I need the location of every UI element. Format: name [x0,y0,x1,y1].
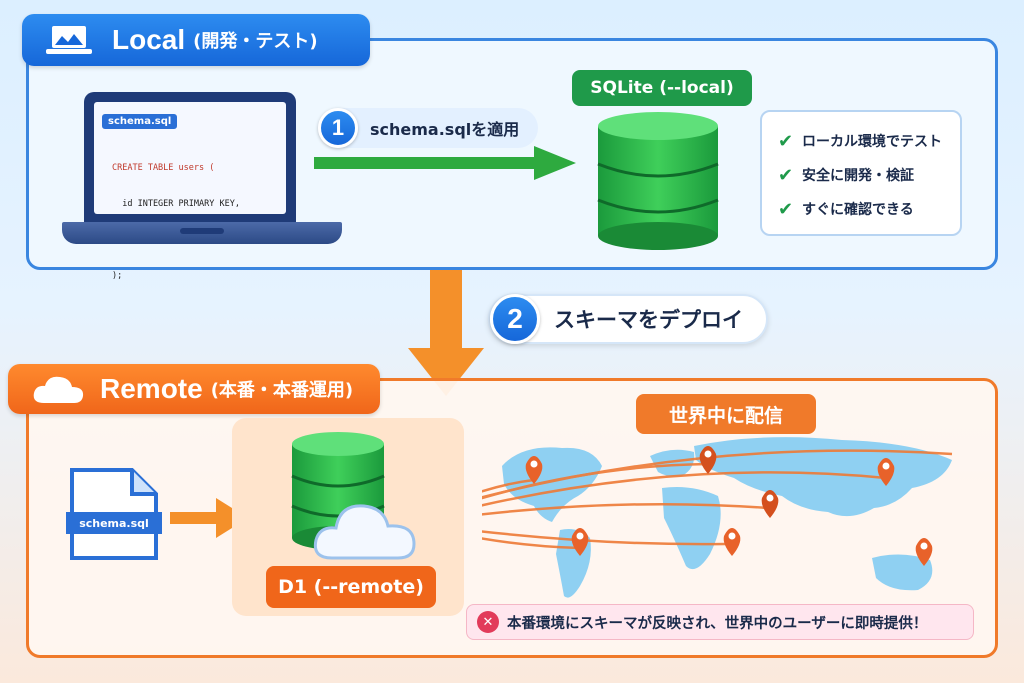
remote-header: Remote (本番・本番運用) [8,364,380,414]
tools-icon: ✕ [477,611,499,633]
deploy-arrow-icon [408,270,484,396]
cloud-icon [33,376,84,403]
list-item: ✔ 安全に開発・検証 [778,164,914,186]
map-pin-icon [525,456,543,484]
world-map [482,437,953,598]
banner-text: 本番環境にスキーマが反映され、世界中のユーザーに即時提供！ [507,615,928,632]
step2-label: スキーマをデプロイ [554,308,743,332]
local-header: Local (開発・テスト) [22,14,370,66]
cloud-icon [313,504,416,560]
laptop: schema.sql CREATE TABLE users ( id INTEG… [62,92,342,281]
europe [650,449,695,477]
code-line: id INTEGER PRIMARY KEY, [112,199,240,209]
code-line: CREATE TABLE users ( [112,163,215,173]
apply-arrow-icon [314,146,576,180]
sqlite-database-icon [597,112,719,250]
check-icon: ✔ [778,164,794,186]
australia [872,554,933,591]
step1-pill: 1 schema.sqlを適用 [318,108,538,148]
map-pin-icon [723,528,741,556]
local-title: Local [112,24,186,55]
map-pin-icon [699,446,717,474]
map-pin-icon [571,528,589,556]
laptop-screen: schema.sql CREATE TABLE users ( id INTEG… [84,92,296,281]
schema-file: schema.sql [66,466,162,562]
list-item: ✔ ローカル環境でテスト [778,130,942,152]
sqlite-label: SQLite (--local) [572,70,752,106]
laptop-touchpad [180,228,224,234]
distribution-label: 世界中に配信 [636,394,816,434]
asia [694,437,952,517]
step2-number: 2 [490,294,540,344]
remote-subtitle: (本番・本番運用) [210,380,354,401]
code-line: ); [112,271,123,281]
remote-title: Remote [100,373,203,404]
africa [662,487,721,570]
check-icon: ✔ [778,130,794,152]
step2-pill: 2 スキーマをデプロイ [488,294,768,344]
check-icon: ✔ [778,198,794,220]
local-benefits-list: ✔ ローカル環境でテスト ✔ 安全に開発・検証 ✔ すぐに確認できる [760,110,962,236]
laptop-icon [46,26,92,54]
location-pins [525,446,933,566]
laptop-display: schema.sql CREATE TABLE users ( id INTEG… [94,102,286,281]
map-pin-icon [877,458,895,486]
map-pin-icon [915,538,933,566]
step1-number: 1 [318,108,358,148]
list-item: ✔ すぐに確認できる [778,198,914,220]
map-pin-icon [761,490,779,518]
d1-label: D1 (--remote) [266,566,436,608]
code-file-tab: schema.sql [102,114,178,129]
local-subtitle: (開発・テスト) [193,31,318,52]
step1-label: schema.sqlを適用 [370,120,520,139]
status-banner: ✕ 本番環境にスキーマが反映され、世界中のユーザーに即時提供！ [466,604,974,640]
schema-file-label: schema.sql [66,512,162,534]
